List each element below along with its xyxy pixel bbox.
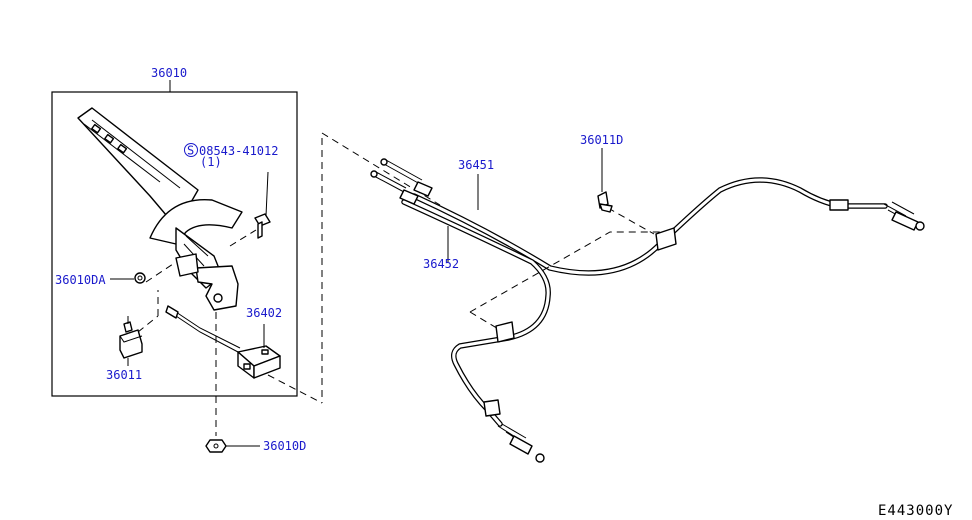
nut-36010DA bbox=[134, 272, 146, 284]
projection-line-bottom bbox=[267, 374, 323, 404]
brake-lever bbox=[77, 107, 243, 311]
label-bolt-qty: (1) bbox=[200, 155, 222, 169]
bracket-36402 bbox=[237, 324, 281, 379]
label-36451: 36451 bbox=[458, 158, 494, 172]
bolt-dashed-line bbox=[229, 229, 257, 247]
cable-end-rods bbox=[370, 158, 479, 262]
label-08543-41012: 08543-41012 bbox=[199, 144, 278, 158]
bolt-08543-41012 bbox=[254, 171, 271, 239]
label-36011: 36011 bbox=[106, 368, 142, 382]
label-36010: 36010 bbox=[151, 66, 187, 80]
diagram-code: E443000Y bbox=[878, 503, 953, 519]
clip-36011D bbox=[597, 148, 613, 213]
nut-36010D bbox=[205, 439, 227, 453]
bolt-symbol-icon bbox=[184, 143, 198, 157]
label-36402: 36402 bbox=[246, 306, 282, 320]
switch-36011 bbox=[119, 316, 143, 366]
nut-da-dashed-line bbox=[145, 261, 177, 283]
cable-36451 bbox=[411, 177, 925, 276]
cable-36452 bbox=[401, 199, 551, 463]
label-36011D: 36011D bbox=[580, 133, 623, 147]
label-36010DA: 36010DA bbox=[55, 273, 106, 287]
bolt-symbol-text: S bbox=[187, 144, 194, 158]
mounting-plane-dashed bbox=[469, 207, 660, 331]
label-36010D: 36010D bbox=[263, 439, 306, 453]
label-36452: 36452 bbox=[423, 257, 459, 271]
lever-assembly-frame bbox=[51, 91, 298, 397]
switch-dashed-line-h bbox=[137, 315, 159, 333]
front-cable-36402-link bbox=[165, 305, 241, 353]
